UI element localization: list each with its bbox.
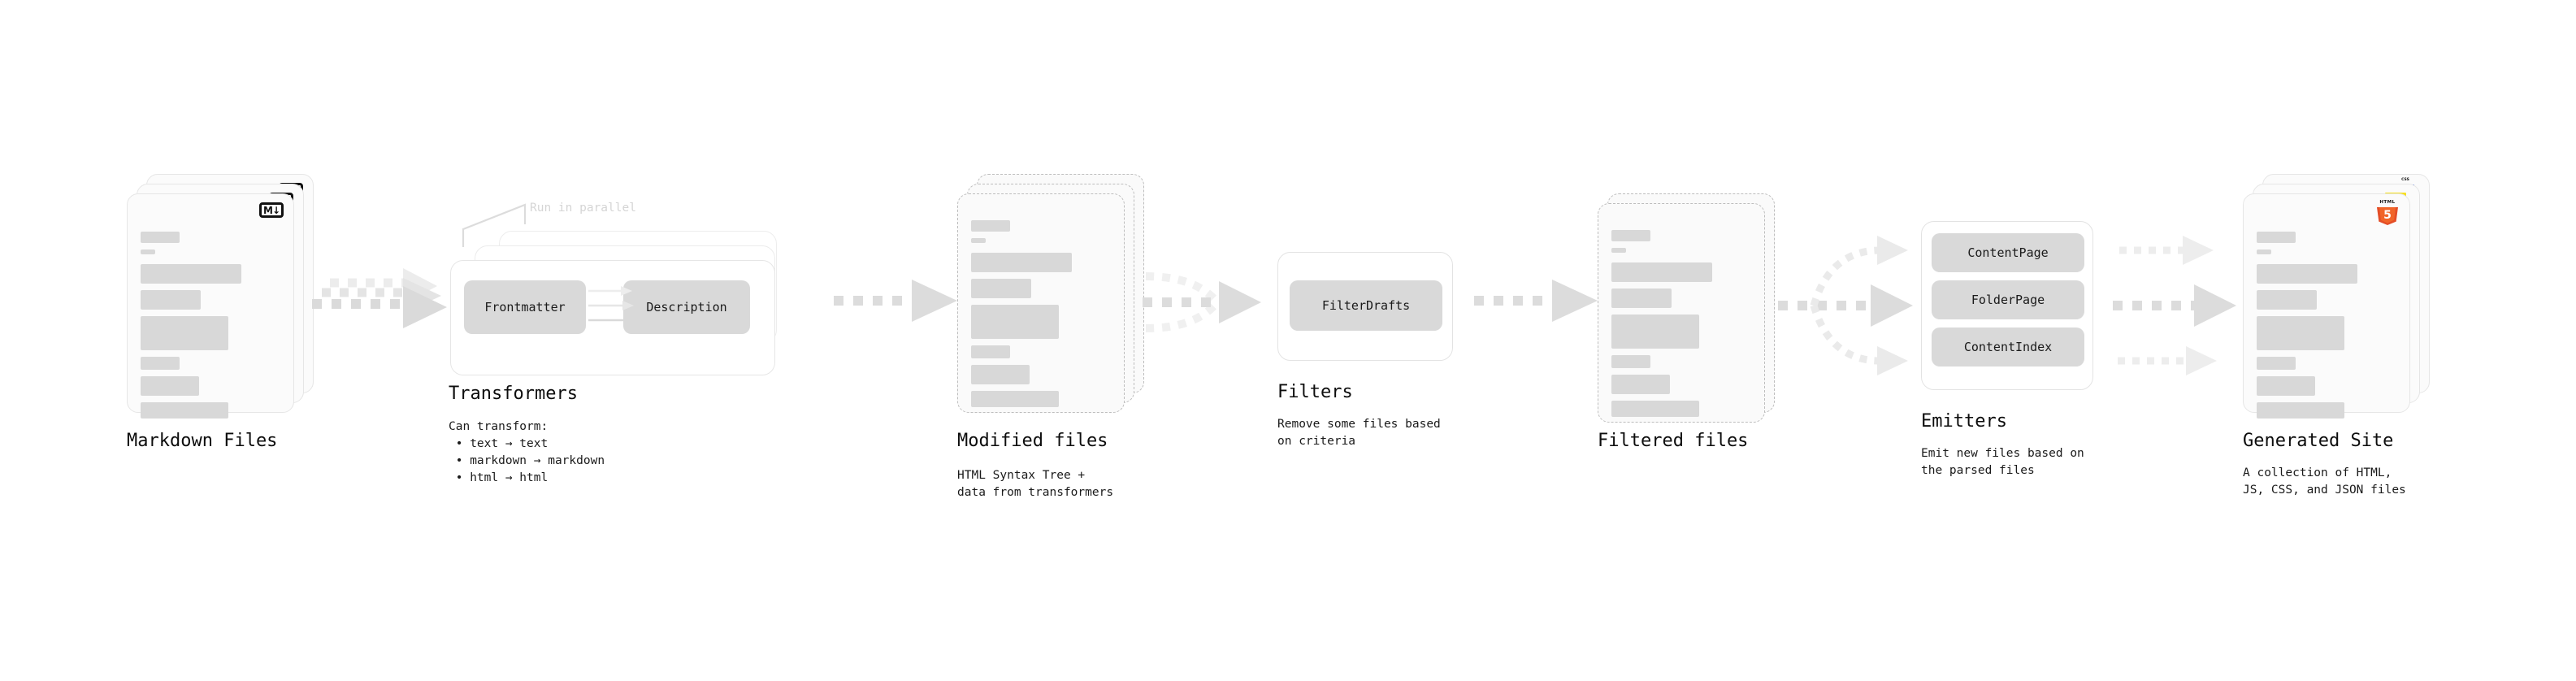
skeleton-line: [1611, 401, 1699, 417]
filtered-file-stack: [1598, 193, 1793, 431]
stage-caption: Markdown Files: [127, 431, 278, 451]
emitter-pill-contentindex[interactable]: ContentIndex: [1932, 327, 2084, 367]
skeleton-line: [971, 345, 1010, 358]
skeleton-line: [2257, 264, 2357, 284]
stage-generated-site: HTML 5 Generated Si: [2243, 0, 2503, 681]
skeleton-line: [141, 357, 180, 370]
arrow-filtered-to-emitters-diverging: [1778, 236, 1913, 375]
skeleton-line: [141, 264, 241, 284]
html5-number: 5: [2383, 209, 2392, 222]
arrow-emitters-to-site: [2113, 236, 2236, 375]
generated-site-stack: HTML 5: [2243, 174, 2438, 421]
skeleton-line: [1611, 248, 1626, 253]
markdown-file-stack: M↓ M↓ M↓: [127, 174, 322, 421]
stage-subcaption: Remove some files based on criteria: [1277, 418, 1441, 449]
site-card-html: HTML 5: [2243, 193, 2410, 419]
stage-subcaption: Can transform: • text → text • markdown …: [449, 420, 605, 485]
skeleton-line: [141, 249, 155, 254]
html5-icon: HTML 5: [2377, 200, 2398, 225]
arrow-transformers-to-modified: [834, 280, 957, 322]
markdown-icon: M↓: [259, 202, 284, 218]
arrow-markdown-to-transformers: [312, 268, 447, 328]
skeleton-line: [1611, 355, 1650, 368]
md-letter: M: [262, 204, 273, 216]
stage-caption: Filters: [1277, 382, 1353, 402]
skeleton-line: [2257, 232, 2296, 243]
filtered-card-front: [1598, 203, 1765, 423]
skeleton-line: [971, 391, 1059, 407]
skeleton-body: [971, 220, 1112, 407]
arrow-filters-to-filtered: [1474, 280, 1598, 322]
skeleton-line: [1611, 314, 1699, 349]
transformer-internal-arrows: [588, 286, 635, 325]
stage-transformers: Run in parallel Frontmatter Description …: [449, 0, 871, 681]
stage-filters: FilterDrafts Filters Remove some files b…: [1277, 0, 1554, 681]
skeleton-line: [971, 279, 1031, 298]
markdown-card-front: M↓: [127, 193, 294, 419]
skeleton-line: [141, 232, 180, 243]
emitters-box: ContentPage FolderPage ContentIndex: [1921, 221, 2093, 390]
html5-shield-inner: [2379, 207, 2396, 223]
skeleton-line: [141, 402, 228, 419]
skeleton-line: [2257, 402, 2344, 419]
filter-pill-filterdrafts[interactable]: FilterDrafts: [1290, 280, 1442, 331]
skeleton-line: [1611, 230, 1650, 241]
modified-card-front: [957, 193, 1125, 413]
skeleton-body: [1611, 230, 1753, 417]
skeleton-line: [2257, 249, 2271, 254]
transformer-pill-frontmatter[interactable]: Frontmatter: [464, 280, 586, 334]
stage-modified-files: Modified files HTML Syntax Tree + data f…: [957, 0, 1201, 681]
stage-caption: Filtered files: [1598, 431, 1749, 451]
skeleton-line: [971, 365, 1030, 384]
skeleton-body: [141, 232, 282, 419]
stage-caption: Emitters: [1921, 411, 2007, 432]
stage-subcaption: Emit new files based on the parsed files: [1921, 447, 2084, 478]
stage-subcaption: A collection of HTML, JS, CSS, and JSON …: [2243, 466, 2406, 497]
skeleton-line: [971, 253, 1072, 272]
run-in-parallel-bracket: [462, 203, 527, 247]
stage-emitters: ContentPage FolderPage ContentIndex Emit…: [1921, 0, 2197, 681]
skeleton-line: [971, 220, 1010, 232]
skeleton-line: [2257, 290, 2317, 310]
modified-file-stack: [957, 174, 1152, 421]
transformer-pill-description[interactable]: Description: [623, 280, 750, 334]
skeleton-line: [2257, 376, 2315, 396]
stage-markdown-files: M↓ M↓ M↓: [127, 0, 371, 681]
skeleton-body: [2257, 232, 2398, 419]
md-arrow: ↓: [271, 204, 280, 216]
skeleton-line: [2257, 357, 2296, 370]
skeleton-line: [1611, 375, 1670, 394]
stage-caption: Generated Site: [2243, 431, 2394, 451]
skeleton-line: [141, 290, 201, 310]
html5-wordmark: HTML: [2379, 200, 2396, 205]
skeleton-line: [971, 238, 986, 243]
skeleton-line: [1611, 262, 1712, 282]
skeleton-line: [2257, 316, 2344, 350]
filters-box: FilterDrafts: [1277, 252, 1453, 361]
emitter-pill-folderpage[interactable]: FolderPage: [1932, 280, 2084, 319]
stage-caption: Transformers: [449, 384, 578, 404]
arrow-modified-to-filters-converging: [1143, 272, 1261, 332]
skeleton-line: [141, 376, 199, 396]
stage-subcaption: HTML Syntax Tree + data from transformer…: [957, 469, 1114, 500]
run-in-parallel-label: Run in parallel: [530, 202, 636, 215]
stage-filtered-files: Filtered files: [1598, 0, 1841, 681]
skeleton-line: [971, 305, 1059, 339]
skeleton-line: [141, 316, 228, 350]
emitter-pill-contentpage[interactable]: ContentPage: [1932, 233, 2084, 272]
stage-caption: Modified files: [957, 431, 1108, 451]
skeleton-line: [1611, 288, 1672, 308]
transformer-box-front: Frontmatter Description: [450, 260, 775, 375]
